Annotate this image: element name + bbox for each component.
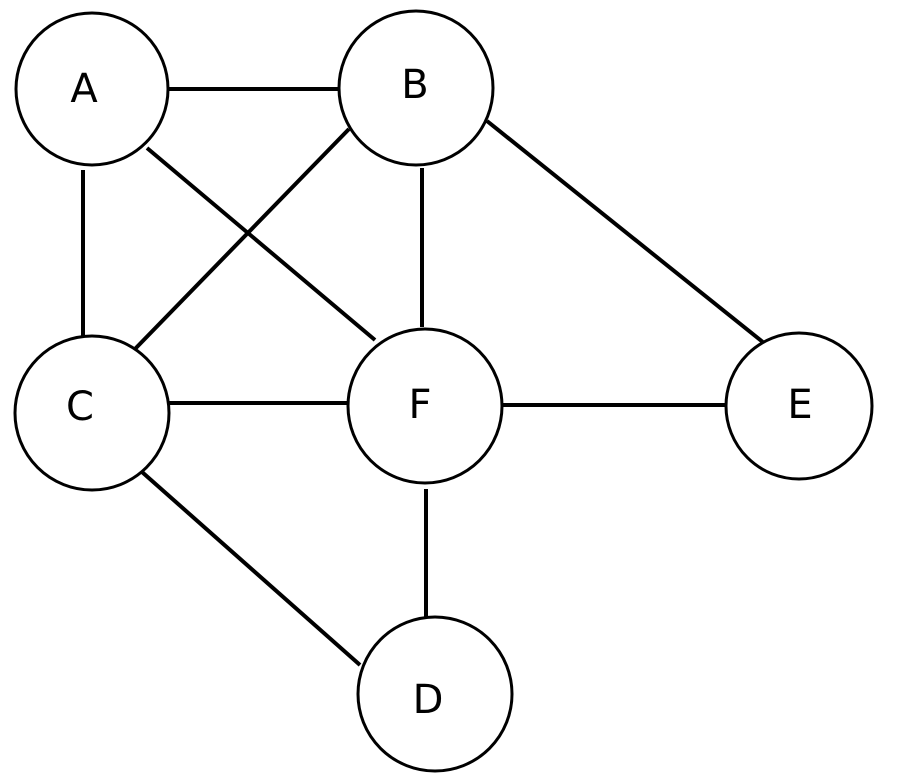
node-c: C [13, 334, 171, 492]
node-e-label: E [787, 382, 812, 428]
node-b-label: B [401, 62, 428, 108]
nodes-layer: A B C F E D [13, 9, 874, 773]
node-e: E [724, 331, 874, 481]
edge-b-e [485, 119, 766, 345]
edge-c-d [140, 470, 362, 667]
node-e-circle [724, 331, 874, 481]
node-a-label: A [70, 66, 98, 112]
node-a: A [14, 11, 170, 167]
node-b: B [337, 9, 495, 167]
node-a-circle [14, 11, 170, 167]
node-c-circle [13, 334, 171, 492]
node-f-label: F [408, 382, 431, 428]
node-d-label: D [413, 677, 444, 723]
node-f-circle [346, 327, 504, 485]
node-d: D [356, 615, 514, 773]
node-f: F [346, 327, 504, 485]
node-b-circle [337, 9, 495, 167]
edge-a-f [145, 146, 377, 342]
node-d-circle [356, 615, 514, 773]
edge-b-c [132, 127, 351, 352]
edges-layer [81, 87, 766, 667]
node-c-label: C [66, 384, 94, 430]
